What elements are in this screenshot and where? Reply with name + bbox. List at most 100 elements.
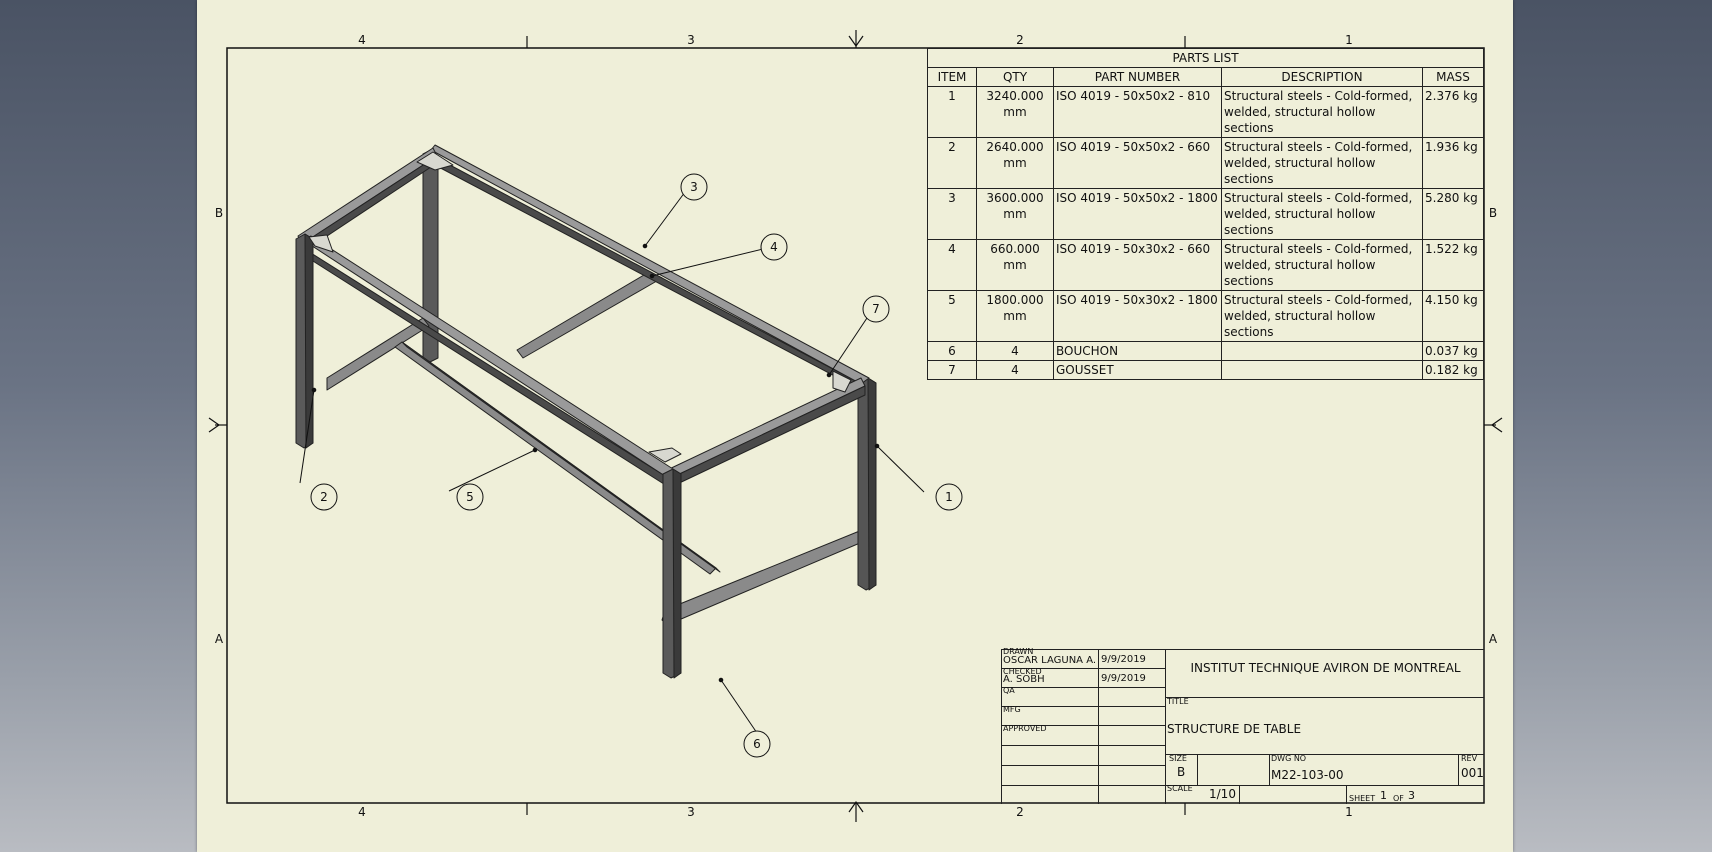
size-label: SIZE: [1169, 754, 1187, 763]
parts-list-title: PARTS LIST: [927, 48, 1484, 68]
zone-row-right-b: B: [1489, 206, 1497, 220]
zone-row-right-a: A: [1489, 632, 1498, 646]
balloon-2-label: 2: [320, 490, 328, 504]
leader-lines: [299, 187, 925, 734]
rev-value: 001: [1461, 766, 1484, 780]
cell-part-number: ISO 4019 - 50x50x2 - 660: [1053, 137, 1222, 189]
cell-mass: 2.376 kg: [1422, 86, 1484, 138]
qa-label: QA: [1003, 686, 1015, 695]
centering-marks: [208, 35, 1503, 813]
cell-qty: 4: [976, 360, 1054, 380]
zone-col-top-2: 2: [1016, 33, 1024, 47]
rev-label: REV: [1461, 754, 1478, 763]
cell-description: Structural steels - Cold-formed, welded,…: [1221, 290, 1423, 342]
sheet-number: 1: [1380, 789, 1387, 802]
zone-col-top-1: 1: [1345, 33, 1353, 47]
balloon-4: [760, 233, 788, 261]
cell-description: [1221, 360, 1423, 380]
cell-description: Structural steels - Cold-formed, welded,…: [1221, 239, 1423, 291]
scale-value: 1/10: [1209, 787, 1236, 801]
header-qty: QTY: [976, 67, 1054, 87]
cell-mass: 0.182 kg: [1422, 360, 1484, 380]
balloon-7-label: 7: [872, 302, 880, 316]
title-label: TITLE: [1167, 697, 1189, 706]
cell-item: 2: [927, 137, 977, 189]
cell-mass: 0.037 kg: [1422, 341, 1484, 361]
stretcher-center: [516, 271, 663, 359]
zone-col-top-4: 4: [358, 33, 366, 47]
cell-mass: 5.280 kg: [1422, 188, 1484, 240]
rail-top-back: [430, 144, 870, 385]
table-frame-isometric-view: [295, 144, 877, 679]
cell-qty: 4: [976, 341, 1054, 361]
cell-qty: 3600.000 mm: [976, 188, 1054, 240]
of-label: OF: [1393, 794, 1404, 803]
cell-mass: 1.936 kg: [1422, 137, 1484, 189]
company-name: INSTITUT TECHNIQUE AVIRON DE MONTREAL: [1190, 661, 1461, 675]
dwg-no-value: M22-103-00: [1271, 768, 1344, 782]
cell-part-number: ISO 4019 - 50x50x2 - 810: [1053, 86, 1222, 138]
mfg-label: MFG: [1003, 705, 1021, 714]
rail-top-right: [664, 377, 866, 479]
drawn-label: DRAWN: [1003, 647, 1034, 656]
header-mass: MASS: [1422, 67, 1484, 87]
balloon-1-label: 1: [945, 490, 953, 504]
cell-qty: 660.000 mm: [976, 239, 1054, 291]
parts-list-table: PARTS LIST ITEM QTY PART NUMBER DESCRIPT…: [927, 48, 1484, 380]
sheet-total: 3: [1408, 789, 1415, 802]
scale-label: SCALE: [1167, 784, 1193, 793]
rail-top-left: [297, 147, 438, 245]
cell-item: 6: [927, 341, 977, 361]
balloons: [310, 173, 963, 758]
balloon-6-label: 6: [753, 737, 761, 751]
size-value: B: [1177, 765, 1186, 779]
cell-part-number: ISO 4019 - 50x30x2 - 660: [1053, 239, 1222, 291]
cell-qty: 1800.000 mm: [976, 290, 1054, 342]
header-item: ITEM: [927, 67, 977, 87]
cell-mass: 4.150 kg: [1422, 290, 1484, 342]
checked-date: 9/9/2019: [1101, 673, 1146, 684]
rail-top-front: [302, 235, 674, 477]
zone-col-bottom-2: 2: [1016, 805, 1024, 819]
checked-by: A. SOBH: [1003, 674, 1045, 685]
zone-row-left-a: A: [215, 632, 224, 646]
zone-col-bottom-4: 4: [358, 805, 366, 819]
balloon-2: [310, 483, 338, 511]
cell-item: 4: [927, 239, 977, 291]
title-block: DRAWN OSCAR LAGUNA A. 9/9/2019 CHECKED A…: [1001, 647, 1484, 804]
cell-part-number: BOUCHON: [1053, 341, 1222, 361]
cell-description: [1221, 341, 1423, 361]
header-part-number: PART NUMBER: [1053, 67, 1222, 87]
dwg-no-label: DWG NO: [1271, 754, 1307, 763]
cell-description: Structural steels - Cold-formed, welded,…: [1221, 137, 1423, 189]
cell-item: 5: [927, 290, 977, 342]
cell-item: 7: [927, 360, 977, 380]
gusset-left: [308, 234, 334, 253]
approved-label: APPROVED: [1003, 724, 1047, 733]
zone-row-left-b: B: [215, 206, 223, 220]
balloon-4-label: 4: [770, 240, 778, 254]
zone-col-top-3: 3: [687, 33, 695, 47]
zone-col-bottom-1: 1: [1345, 805, 1353, 819]
cell-part-number: GOUSSET: [1053, 360, 1222, 380]
balloon-3: [680, 173, 708, 201]
header-description: DESCRIPTION: [1221, 67, 1423, 87]
cell-mass: 1.522 kg: [1422, 239, 1484, 291]
cell-qty: 2640.000 mm: [976, 137, 1054, 189]
balloon-3-label: 3: [690, 180, 698, 194]
checked-label: CHECKED: [1003, 667, 1042, 676]
drawing-canvas: 4 3 2 1 4 3 2 1 B A B A: [208, 30, 1503, 822]
rail-bottom-right: [664, 529, 868, 626]
parts-list-header: ITEM QTY PART NUMBER DESCRIPTION MASS: [927, 67, 1484, 87]
cell-description: Structural steels - Cold-formed, welded,…: [1221, 188, 1423, 240]
balloon-7: [862, 295, 890, 323]
drawing-title: STRUCTURE DE TABLE: [1167, 722, 1302, 736]
zone-col-bottom-3: 3: [687, 805, 695, 819]
